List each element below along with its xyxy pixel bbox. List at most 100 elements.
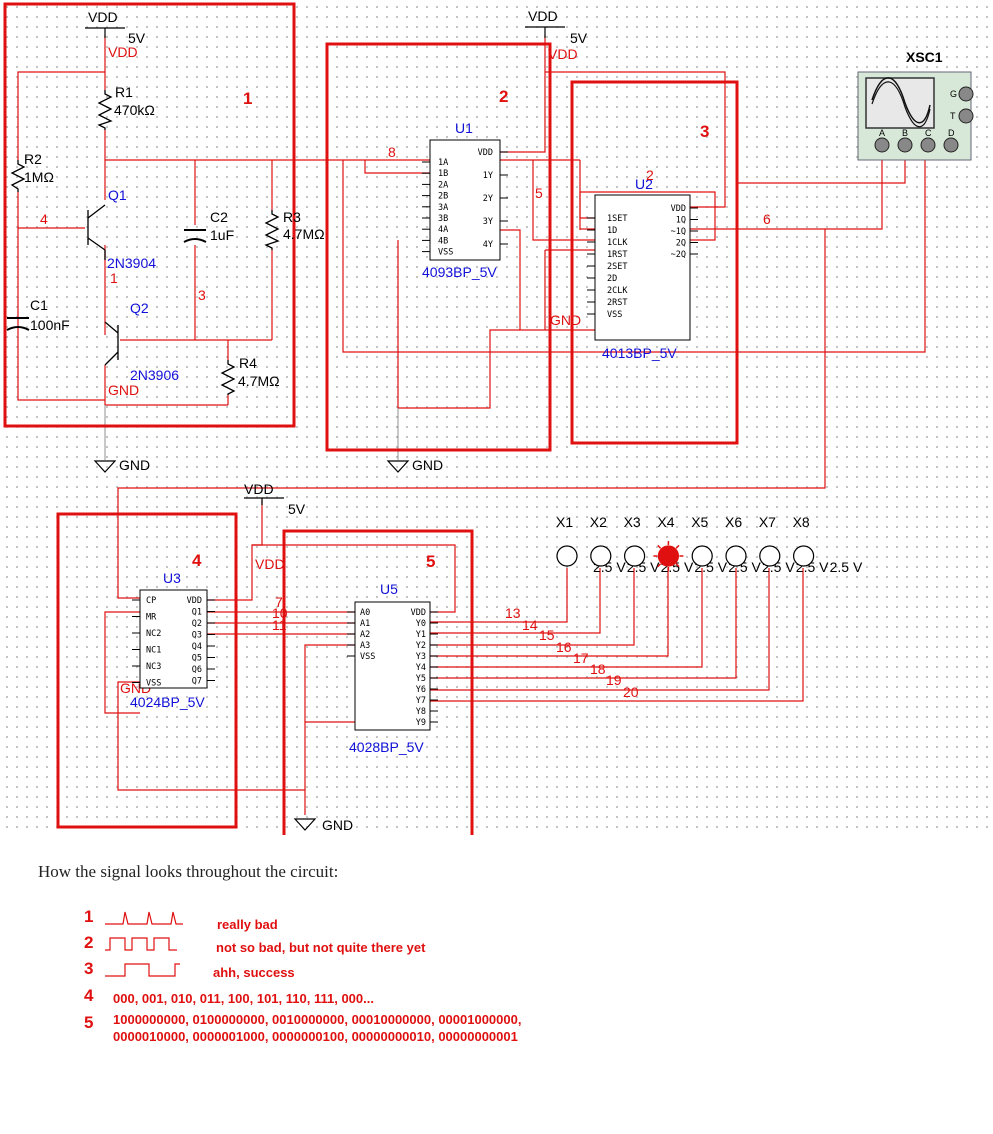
note-number-3: 3 <box>84 959 94 978</box>
vdd-net-2: VDD <box>548 46 578 62</box>
c1-value: 100nF <box>30 317 70 333</box>
gnd-net-1: GND <box>108 382 139 398</box>
u5-part: 4028BP_5V <box>349 739 424 755</box>
resistor-r1-symbol <box>97 90 113 130</box>
ic-u1-body[interactable] <box>429 139 501 261</box>
note-number-5: 5 <box>84 1013 94 1032</box>
block-4 <box>56 512 238 829</box>
scope-terminal-b: B <box>902 128 908 138</box>
note-text-1: really bad <box>217 917 278 932</box>
u3-pins-left-pin-3: NC1 <box>146 646 161 656</box>
u3-pins-right-pin-0: VDD <box>187 596 202 606</box>
ic-u5-body[interactable] <box>354 601 431 731</box>
u3-pins-left-pin-4: NC3 <box>146 662 161 672</box>
u1-pins-left-pin-4: 3A <box>438 203 448 213</box>
probe-label-2: X2 <box>590 514 607 530</box>
c2-value: 1uF <box>210 227 234 243</box>
u2-ref: U2 <box>635 176 653 192</box>
u3-pins-right-pin-3: Q3 <box>192 631 202 641</box>
u1-pins-left-pin-7: 4B <box>438 236 448 246</box>
vdd-label-2: VDD <box>528 8 558 24</box>
u3-ref: U3 <box>163 570 181 586</box>
u5-pins-right-pin-6: Y5 <box>416 674 426 684</box>
u1-pins-right-pin-1: 1Y <box>483 171 493 181</box>
probe-lamp-4[interactable] <box>657 545 680 567</box>
scope-terminal-g: G <box>950 89 957 99</box>
oscilloscope-xsc1[interactable] <box>857 71 974 161</box>
power-symbols <box>85 26 565 505</box>
u3-pins-right-pin-1: Q1 <box>192 608 202 618</box>
u1-pins-left-pin-8: VSS <box>438 248 453 258</box>
probe-lamp-3[interactable] <box>623 545 646 567</box>
u1-pins-left-pin-2: 2A <box>438 180 448 190</box>
v5-label-1: 5V <box>128 30 146 46</box>
u5-pins-left-pin-3: A3 <box>360 641 370 651</box>
r4-ref: R4 <box>239 355 257 371</box>
note-text-5a: 1000000000, 0100000000, 0010000000, 0001… <box>113 1012 522 1027</box>
u2-pins-left-pin-8: VSS <box>607 310 622 320</box>
probe-glow-ray <box>675 563 680 568</box>
vdd-label-3: VDD <box>244 481 274 497</box>
ic-u2-body[interactable] <box>594 194 691 341</box>
ground-symbols <box>93 460 410 831</box>
r3-ref: R3 <box>283 209 301 225</box>
probe-label-4: X4 <box>657 514 674 530</box>
u1-pins-right-pin-2: 2Y <box>483 194 493 204</box>
q2-ref: Q2 <box>130 300 149 316</box>
q1-part: 2N3904 <box>107 255 156 271</box>
u5-pins-right-pin-10: Y9 <box>416 718 426 728</box>
block-2 <box>325 42 552 452</box>
u2-pins-left-pin-2: 1CLK <box>607 238 628 248</box>
net-label-1: 1 <box>110 270 118 286</box>
u5-pins-right-pin-5: Y4 <box>416 663 426 673</box>
gnd-label-2: GND <box>412 457 443 473</box>
probe-lamp-1[interactable] <box>556 545 578 567</box>
net-label-4: 4 <box>40 211 48 227</box>
probe-lamp-7[interactable] <box>759 545 781 567</box>
r4-value: 4.7MΩ <box>238 373 280 389</box>
u3-pins-right-pin-7: Q7 <box>192 677 202 687</box>
u1-pins-right-pin-3: 3Y <box>483 217 493 227</box>
net-label-11: 11 <box>272 617 287 633</box>
note-text-3: ahh, success <box>213 965 295 980</box>
probe-lamp-6[interactable] <box>725 545 747 567</box>
r1-value: 470kΩ <box>114 102 155 118</box>
u2-pins-right-pin-2: ~1Q <box>671 227 686 237</box>
u5-ref: U5 <box>380 581 398 597</box>
u5-pins-left-pin-0: A0 <box>360 608 370 618</box>
u1-pins-left-pin-1: 1B <box>438 169 448 179</box>
block-1-label: 1 <box>243 89 252 108</box>
v5-label-2: 5V <box>570 30 588 46</box>
net-label-20: 20 <box>623 684 639 700</box>
u5-pins-right-pin-0: VDD <box>411 608 426 618</box>
net-label-19: 19 <box>606 672 622 688</box>
block-5 <box>282 529 474 835</box>
u1-pins-left-pin-5: 3B <box>438 214 448 224</box>
gnd-label-3: GND <box>322 817 353 833</box>
scope-terminal-c: C <box>925 128 932 138</box>
probe-lamp-8[interactable] <box>792 545 815 567</box>
probe-lamp-5[interactable] <box>691 545 713 567</box>
resistor-r3-symbol <box>264 210 280 250</box>
xsc1-ref: XSC1 <box>906 49 943 65</box>
v5-label-3: 5V <box>288 501 306 517</box>
u2-pins-right-pin-0: VDD <box>671 204 686 214</box>
u1-pins-left-pin-3: 2B <box>438 192 448 202</box>
u2-pins-right-pin-1: 1Q <box>676 216 686 226</box>
ic-u3-body[interactable] <box>139 589 208 689</box>
capacitor-c1-plate-b <box>6 326 30 331</box>
note-number-4: 4 <box>84 986 94 1005</box>
u5-pins-left-pin-1: A1 <box>360 619 370 629</box>
scope-terminal-d: D <box>948 128 955 138</box>
probe-lamp-2[interactable] <box>590 545 612 567</box>
net-label-15: 15 <box>539 627 555 643</box>
waveform-partial-square-icon <box>105 937 177 951</box>
block-5-label: 5 <box>426 552 435 571</box>
u2-pins-left-pin-5: 2D <box>607 274 617 284</box>
u2-pins-left-pin-3: 1RST <box>607 250 627 260</box>
